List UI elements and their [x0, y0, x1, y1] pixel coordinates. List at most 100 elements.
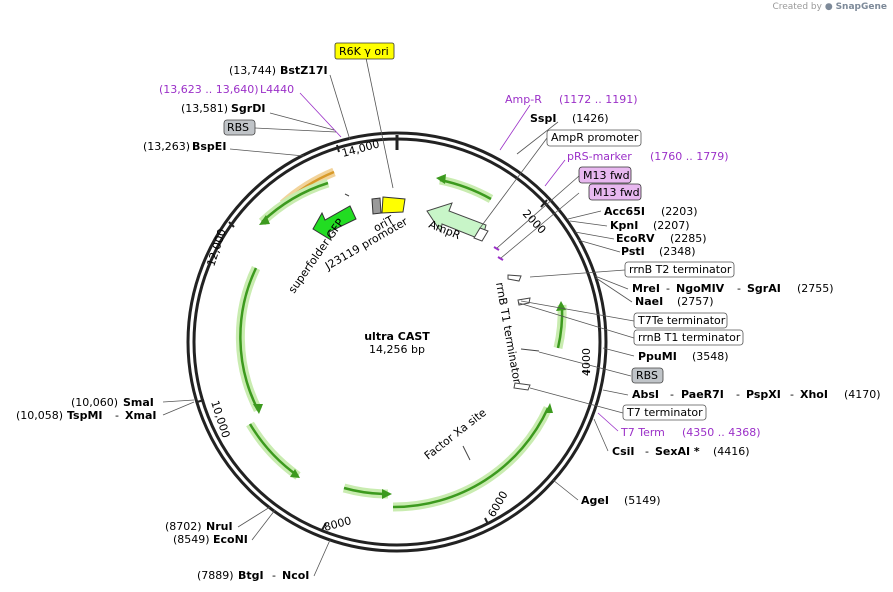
orf-arrowhead: [436, 174, 446, 184]
j23119-promoter-shape[interactable]: [371, 197, 382, 215]
rbs1-box[interactable]: [223, 119, 256, 136]
prs-marker-pos: (1760 .. 1779): [650, 150, 729, 163]
tspmi-pos: (10,058): [16, 409, 63, 422]
pspxi-label[interactable]: PspXI: [746, 388, 781, 401]
tick-mark: [196, 399, 205, 403]
t7te-label: T7Te terminator: [637, 314, 726, 327]
leader-line: [538, 351, 632, 377]
orf-arrow: [239, 267, 260, 411]
rrnb-t2-shape[interactable]: [507, 274, 522, 282]
absi-pos: (4170): [844, 388, 881, 401]
separator: -: [736, 388, 740, 401]
absi-label[interactable]: AbsI: [632, 388, 659, 401]
leader-line: [569, 220, 608, 227]
ampr-promoter-shape[interactable]: [473, 227, 489, 242]
leader-line: [365, 57, 394, 189]
separator: -: [645, 445, 649, 458]
m13-fwd-box-2[interactable]: [588, 183, 642, 201]
orit-shape[interactable]: [381, 196, 406, 214]
m13-fwd-label-2: M13 fwd: [593, 186, 640, 199]
orf-arrow: [392, 407, 550, 509]
ecorv-label[interactable]: EcoRV: [616, 232, 655, 245]
sgrdi-pos: (13,581): [181, 102, 228, 115]
orf-arrowhead: [253, 404, 263, 414]
sexai-label[interactable]: SexAI *: [655, 445, 700, 458]
agei-pos: (5149): [624, 494, 661, 507]
ampr-promoter-box[interactable]: [546, 129, 642, 147]
ecorv-pos: (2285): [670, 232, 707, 245]
csii-pos: (4416): [713, 445, 750, 458]
tspmi-label[interactable]: TspMI: [67, 409, 103, 422]
leader-line: [577, 239, 621, 253]
rrnb-t2-box[interactable]: [624, 261, 735, 278]
separator: -: [790, 388, 794, 401]
leader-line: [593, 418, 609, 452]
backbone-outer: [186, 131, 608, 553]
bspei-label[interactable]: BspEI: [192, 140, 226, 153]
separator: -: [670, 388, 674, 401]
ngomiv-label[interactable]: NgoMIV: [676, 282, 725, 295]
mrei-label[interactable]: MreI: [632, 282, 660, 295]
gfp-arrow[interactable]: [312, 205, 357, 242]
rbs2-box[interactable]: [631, 367, 664, 384]
ncoi-label[interactable]: NcoI: [282, 569, 309, 582]
credit-prefix: Created by: [772, 2, 822, 12]
smai-label[interactable]: SmaI: [123, 396, 154, 409]
bstz17i-pos: (13,744): [229, 64, 276, 77]
sgrdi-label[interactable]: SgrDI: [231, 102, 265, 115]
t7-terminator-label: T7 terminator: [626, 406, 703, 419]
m13-fwd-box-1[interactable]: [578, 166, 632, 184]
agei-label[interactable]: AgeI: [581, 494, 609, 507]
bspei-pos: (13,263): [143, 140, 190, 153]
leader-line: [162, 399, 195, 403]
leader-line: [496, 175, 580, 249]
btgi-pos: (7889): [197, 569, 234, 582]
xhoi-label[interactable]: XhoI: [800, 388, 828, 401]
sspi-pos: (1426): [572, 112, 609, 125]
csii-label[interactable]: CsiI: [612, 445, 634, 458]
econi-pos: (8549): [173, 533, 210, 546]
naei-pos: (2757): [677, 295, 714, 308]
acc65i-pos: (2203): [661, 205, 698, 218]
rrnb-t1-box-label: rrnB T1 terminator: [638, 331, 741, 344]
leader-line: [529, 387, 624, 414]
btgi-label[interactable]: BtgI: [238, 569, 264, 582]
primer-mark: [493, 246, 500, 251]
leader-line: [529, 269, 626, 278]
naei-label[interactable]: NaeI: [635, 295, 663, 308]
ampr-promoter-label: AmpR promoter: [551, 131, 639, 144]
t7-terminator-box[interactable]: [622, 404, 707, 421]
factor-xa-mark: [462, 445, 471, 461]
psti-label[interactable]: PstI: [621, 245, 645, 258]
primer-labels: (13,623 .. 13,640) L4440 Amp-R (1172 .. …: [159, 83, 761, 439]
kpni-label[interactable]: KpnI: [610, 219, 638, 232]
leader-line: [499, 104, 531, 151]
paer7i-label[interactable]: PaeR7I: [681, 388, 724, 401]
leader-line: [518, 302, 635, 339]
t7te-box[interactable]: [633, 312, 728, 329]
leader-line: [544, 159, 566, 187]
tick-label-12000: 12,000: [204, 227, 228, 268]
leader-line: [269, 112, 335, 131]
ampr-primer-label: Amp-R: [505, 93, 542, 106]
xmai-label[interactable]: XmaI: [125, 409, 156, 422]
nrui-label[interactable]: NruI: [206, 520, 233, 533]
separator: -: [737, 282, 741, 295]
plasmid-length: 14,256 bp: [369, 343, 425, 356]
ppumi-label[interactable]: PpuMI: [638, 350, 677, 363]
rrnb-t1-shape[interactable]: [513, 382, 531, 391]
leader-line: [313, 539, 331, 577]
bstz17i-label[interactable]: BstZ17I: [280, 64, 328, 77]
econi-label[interactable]: EcoNI: [213, 533, 248, 546]
rrnb-t1-box[interactable]: [633, 329, 744, 346]
r6k-box[interactable]: [334, 42, 395, 60]
sgrai-label[interactable]: SgrAI: [747, 282, 781, 295]
leader-line: [520, 300, 635, 322]
nrui-pos: (8702): [165, 520, 202, 533]
sspi-label[interactable]: SspI: [530, 112, 556, 125]
rbs1-label: RBS: [227, 121, 249, 134]
t7-term-primer-pos: (4350 .. 4368): [682, 426, 761, 439]
leader-line: [595, 277, 633, 303]
acc65i-label[interactable]: Acc65I: [604, 205, 645, 218]
leader-line: [574, 231, 615, 240]
